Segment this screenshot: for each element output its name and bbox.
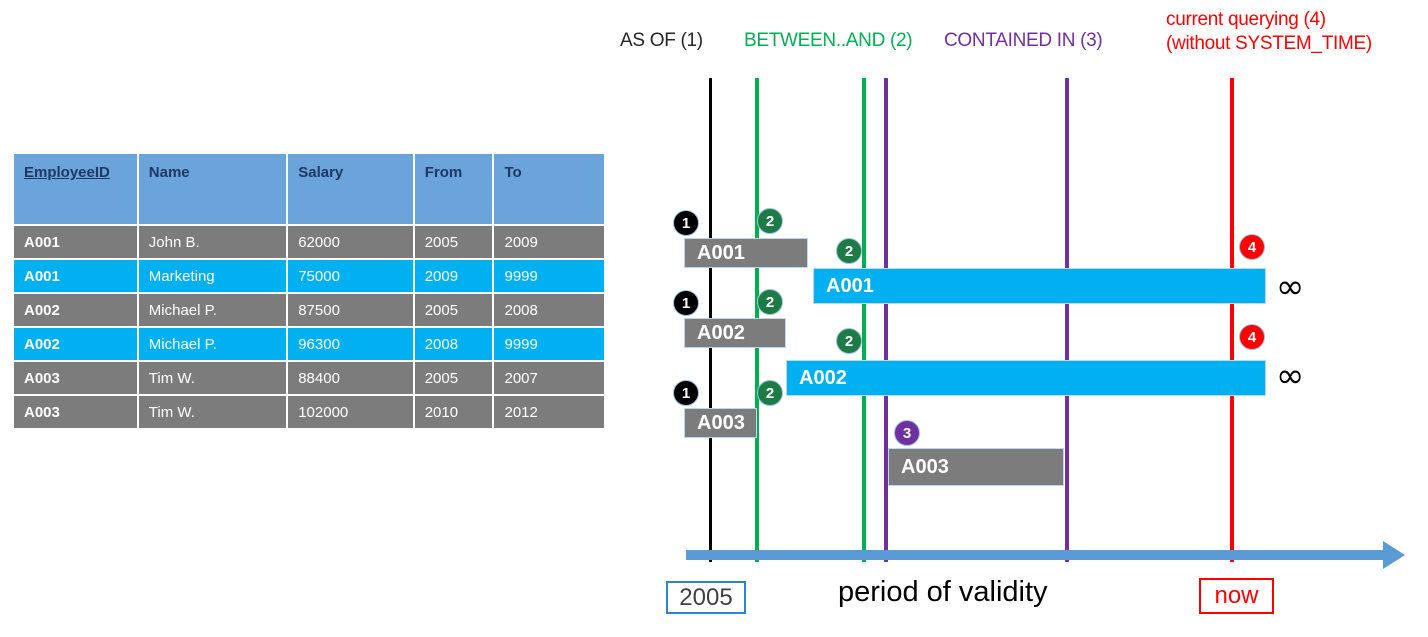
cell-name: Marketing: [138, 260, 287, 292]
cell-employeeid: A003: [14, 362, 137, 394]
column-header-from-label: From: [424, 164, 463, 181]
timeline-arrow-icon: [1383, 541, 1405, 569]
table-row: A001 John B. 62000 2005 2009: [14, 226, 604, 258]
badge-current-a002: 4: [1239, 324, 1265, 350]
column-header-employeeid: EmployeeID: [14, 154, 137, 224]
legend-current-querying-line2: (without SYSTEM_TIME): [1166, 33, 1372, 54]
cell-name: Michael P.: [138, 294, 287, 326]
table-row: A002 Michael P. 87500 2005 2008: [14, 294, 604, 326]
badge-between-a002-cyan: 2: [836, 328, 862, 354]
bar-a003-historic-1: A003: [684, 408, 757, 438]
legend-current-querying-line1: current querying (4): [1166, 9, 1326, 30]
column-header-employeeid-label: EmployeeID: [24, 164, 110, 181]
table-body: A001 John B. 62000 2005 2009 A001 Market…: [14, 226, 604, 428]
badge-between-a001-cyan: 2: [836, 238, 862, 264]
marker-line-between-end: [862, 78, 866, 562]
cell-salary: 62000: [288, 226, 413, 258]
employee-temporal-table: EmployeeID Name Salary From To A001 John…: [12, 152, 606, 430]
legend-contained-in: CONTAINED IN (3): [944, 30, 1103, 51]
axis-caption: period of validity: [838, 576, 1048, 608]
table-row: A003 Tim W. 88400 2005 2007: [14, 362, 604, 394]
cell-employeeid: A003: [14, 396, 137, 428]
cell-to: 2007: [494, 362, 604, 394]
infinity-symbol-a002: ∞: [1276, 356, 1305, 396]
cell-from: 2008: [414, 328, 493, 360]
cell-name: John B.: [138, 226, 287, 258]
cell-name: Tim W.: [138, 362, 287, 394]
table-row: A001 Marketing 75000 2009 9999: [14, 260, 604, 292]
cell-salary: 96300: [288, 328, 413, 360]
cell-employeeid: A002: [14, 294, 137, 326]
table-row: A002 Michael P. 96300 2008 9999: [14, 328, 604, 360]
cell-to: 9999: [494, 328, 604, 360]
cell-from: 2005: [414, 362, 493, 394]
badge-contained-in-a003: 3: [894, 420, 920, 446]
infinity-symbol-a001: ∞: [1276, 267, 1305, 307]
axis-start-label: 2005: [666, 581, 746, 614]
column-header-name: Name: [138, 154, 287, 224]
marker-line-now: [1230, 78, 1234, 562]
timeline-axis: [686, 550, 1386, 560]
legend-as-of: AS OF (1): [620, 30, 703, 51]
badge-as-of-a002: 1: [673, 290, 699, 316]
column-header-salary-label: Salary: [298, 164, 344, 181]
column-header-salary: Salary: [288, 154, 413, 224]
cell-employeeid: A001: [14, 226, 137, 258]
column-header-to: To: [494, 154, 604, 224]
cell-to: 9999: [494, 260, 604, 292]
badge-between-a002-gray: 2: [757, 289, 783, 315]
cell-from: 2010: [414, 396, 493, 428]
column-header-from: From: [414, 154, 493, 224]
legend-between-and: BETWEEN..AND (2): [744, 30, 913, 51]
bar-a001-historic: A001: [684, 238, 808, 268]
badge-between-a003: 2: [757, 380, 783, 406]
cell-to: 2009: [494, 226, 604, 258]
column-header-name-label: Name: [148, 164, 190, 181]
badge-as-of-a001: 1: [673, 210, 699, 236]
cell-salary: 102000: [288, 396, 413, 428]
cell-name: Michael P.: [138, 328, 287, 360]
cell-salary: 75000: [288, 260, 413, 292]
cell-from: 2009: [414, 260, 493, 292]
cell-name: Tim W.: [138, 396, 287, 428]
badge-as-of-a003: 1: [673, 380, 699, 406]
marker-line-contained-start: [884, 78, 888, 562]
bar-a003-historic-2: A003: [888, 448, 1064, 486]
cell-from: 2005: [414, 226, 493, 258]
cell-employeeid: A001: [14, 260, 137, 292]
column-header-to-label: To: [504, 164, 522, 181]
bar-a002-historic: A002: [684, 318, 786, 348]
cell-salary: 88400: [288, 362, 413, 394]
badge-current-a001: 4: [1239, 234, 1265, 260]
badge-between-a001-gray: 2: [757, 208, 783, 234]
cell-employeeid: A002: [14, 328, 137, 360]
cell-to: 2012: [494, 396, 604, 428]
legend-current-querying: current querying (4) (without SYSTEM_TIM…: [1166, 8, 1372, 56]
axis-end-label: now: [1199, 578, 1274, 614]
bar-a001-current: A001: [813, 268, 1266, 304]
table-row: A003 Tim W. 102000 2010 2012: [14, 396, 604, 428]
table-header-row: EmployeeID Name Salary From To: [14, 154, 604, 224]
marker-line-contained-end: [1065, 78, 1069, 562]
bar-a002-current: A002: [786, 360, 1266, 396]
cell-salary: 87500: [288, 294, 413, 326]
cell-to: 2008: [494, 294, 604, 326]
cell-from: 2005: [414, 294, 493, 326]
table-header: EmployeeID Name Salary From To: [14, 154, 604, 224]
